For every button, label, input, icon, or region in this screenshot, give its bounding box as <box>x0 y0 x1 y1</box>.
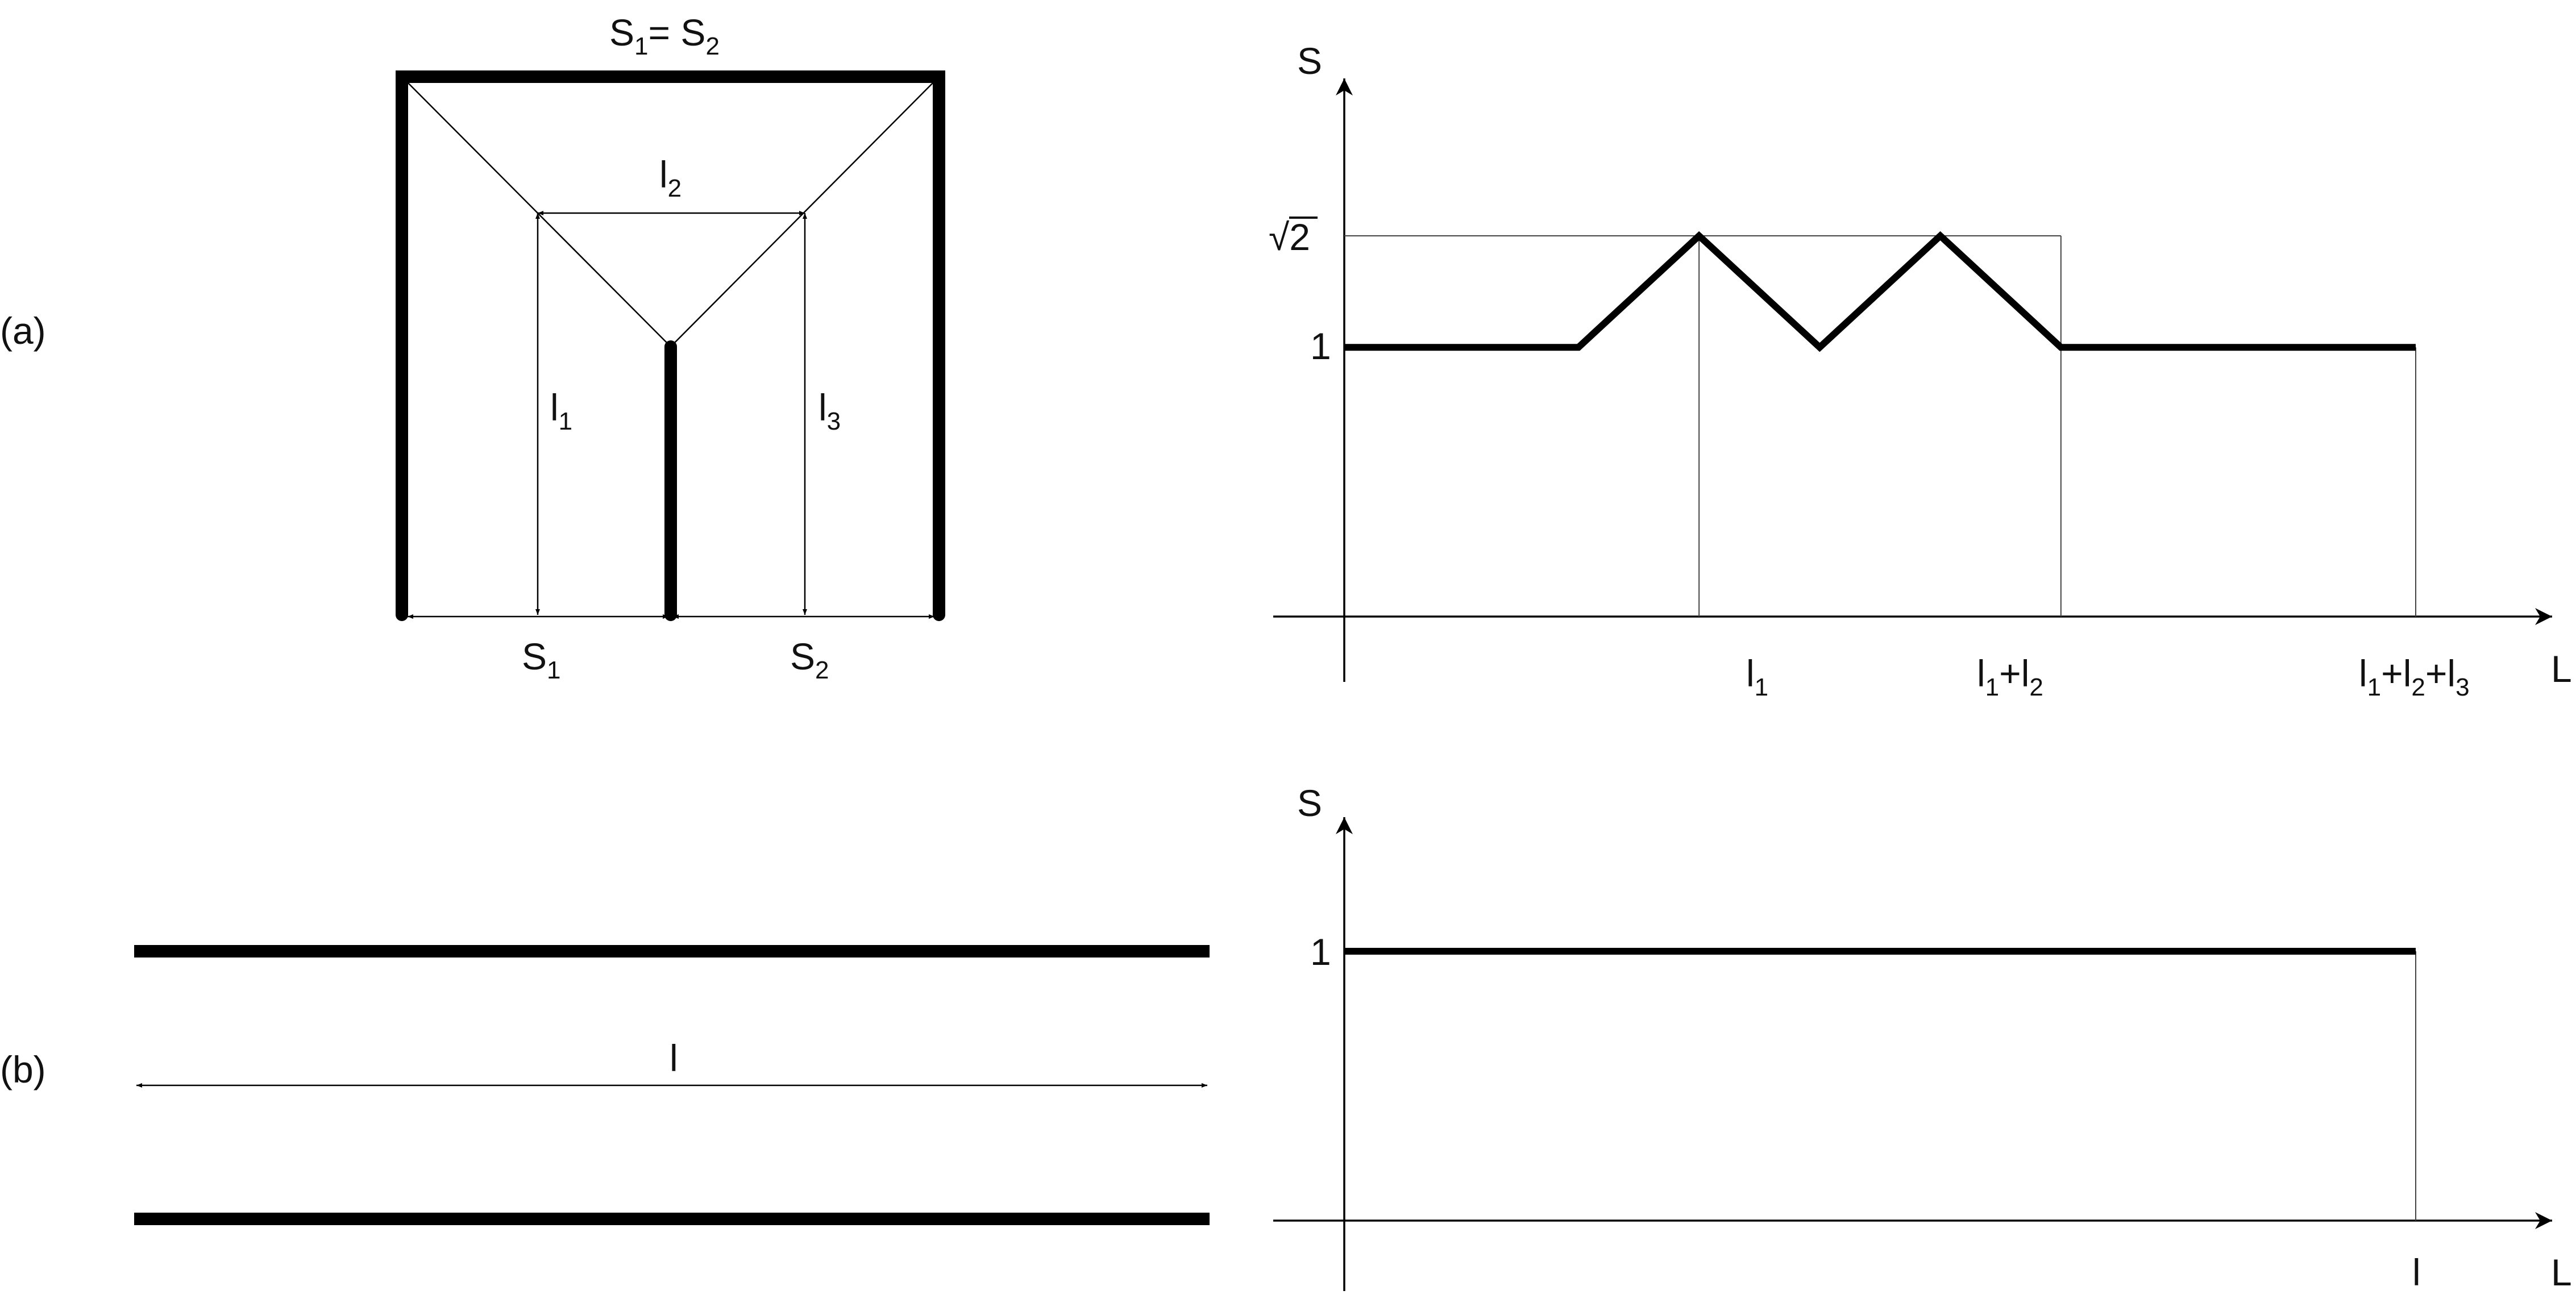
series-line-0 <box>1344 231 2416 352</box>
chart-a-x-tick-l1-l2-l3: l1+l2+l3 <box>2359 652 2470 701</box>
l2-label: l2 <box>659 153 682 202</box>
outer-wall <box>396 70 945 621</box>
svg-text:√2: √2 <box>1269 216 1310 258</box>
diagonal-right <box>670 76 940 347</box>
diagonal-left <box>401 76 671 347</box>
s1-label: S1 <box>522 635 561 684</box>
s2-label: S2 <box>790 635 829 684</box>
chart-a-y-tick-1: 1 <box>1310 325 1331 367</box>
l1-label: l1 <box>550 386 572 435</box>
chart-a-x-axis-label: L <box>2551 648 2572 690</box>
length-label: l <box>670 1037 678 1079</box>
chart-b-y-tick-1: 1 <box>1310 931 1331 973</box>
junction-diagram: S1= S2 l2 l1 l3 S1 S2 <box>396 11 945 684</box>
panel-b: (b) l S L 1 l <box>0 782 2572 1293</box>
top-equality-label: S1= S2 <box>609 11 720 60</box>
chart-a: S L √2 1 l1 l1+l2 l1+l2+l3 <box>1269 40 2572 701</box>
panel-b-tag: (b) <box>0 1048 46 1090</box>
panel-a-tag: (a) <box>0 310 46 352</box>
chart-b-marks <box>1344 948 2416 1221</box>
chart-a-x-tick-l1-l2: l1+l2 <box>1977 652 2043 701</box>
chart-a-y-tick-sqrt2: √2 <box>1269 216 1318 258</box>
chart-a-marks <box>1344 231 2416 617</box>
chart-b-y-axis-label: S <box>1297 782 1322 824</box>
chart-a-x-tick-l1: l1 <box>1746 652 1768 701</box>
chart-a-y-axis-label: S <box>1297 40 1322 82</box>
l3-label: l3 <box>818 386 841 435</box>
chart-b-x-tick-l: l <box>2412 1251 2421 1293</box>
chart-b: S L 1 l <box>1273 782 2572 1293</box>
straight-duct-diagram: l <box>134 945 1210 1225</box>
panel-a: (a) S1= S2 l2 l <box>0 11 2572 701</box>
chart-b-x-axis-label: L <box>2551 1251 2572 1293</box>
